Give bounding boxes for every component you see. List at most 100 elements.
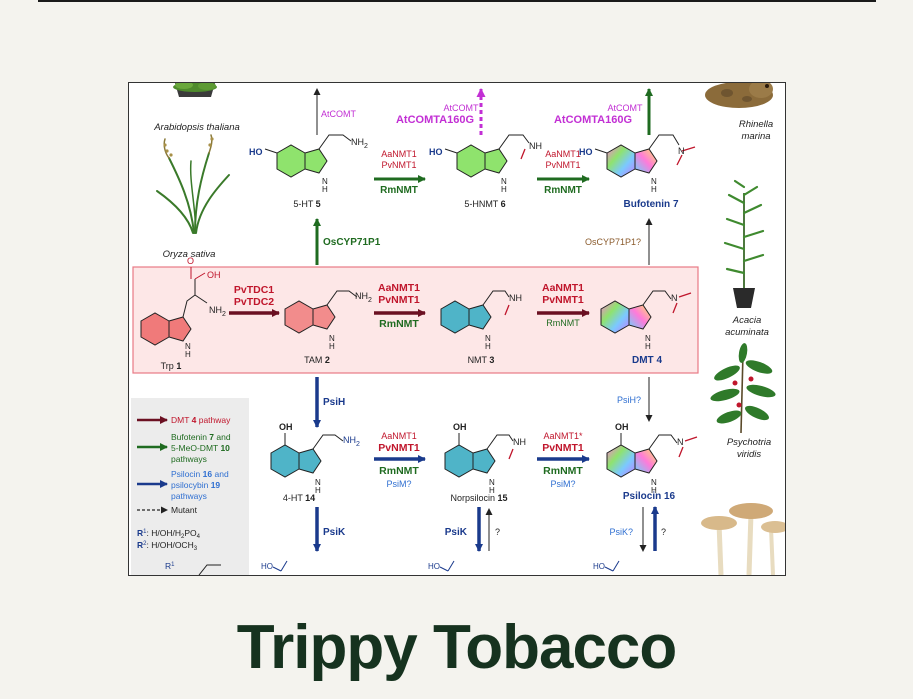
enz-aanmt1-low1: AaNMT1 bbox=[381, 431, 417, 441]
tam-h: H bbox=[329, 342, 335, 351]
pathway-diagram-svg: Arabidopsis thaliana Oryza sativa Rhinel… bbox=[131, 83, 785, 575]
enz-pvtdc2: PvTDC2 bbox=[234, 296, 274, 308]
5ht-nh: N bbox=[322, 177, 328, 186]
nmt-nh: NH bbox=[509, 293, 522, 303]
tam-nh2: NH2 bbox=[355, 291, 372, 304]
label-nmt: NMT 3 bbox=[468, 355, 495, 365]
dmt-n: N bbox=[645, 334, 651, 343]
enz-rmnmt-low2: RmNMT bbox=[543, 465, 583, 477]
nmt-h: H bbox=[485, 342, 491, 351]
compound-psilocin bbox=[606, 433, 698, 478]
enz-pvnmt1-top2: PvNMT1 bbox=[545, 160, 580, 170]
compound-nmt bbox=[440, 290, 510, 334]
legend-mutant-text: Mutant bbox=[171, 505, 198, 515]
legend-psilocin-line2: psilocybin 19 bbox=[171, 480, 220, 490]
enz-pvnmt1-mid2: PvNMT1 bbox=[542, 294, 584, 306]
enz-rmnmt-mid2: RmNMT bbox=[546, 318, 580, 328]
bufotenin-n: N bbox=[678, 146, 685, 156]
enz-pvnmt1-top1: PvNMT1 bbox=[381, 160, 416, 170]
psilocin-h: H bbox=[651, 486, 657, 495]
trp-nh2: NH2 bbox=[209, 305, 226, 318]
oryza-label: Oryza sativa bbox=[163, 249, 216, 260]
enz-pvnmt1-low2: PvNMT1 bbox=[542, 442, 584, 454]
label-5hnmt: 5-HNMT 6 bbox=[464, 199, 505, 209]
psilocin-n: N bbox=[651, 478, 657, 487]
acacia-illustration bbox=[723, 179, 765, 308]
label-dmt: DMT 4 bbox=[632, 355, 662, 366]
4ht-h: H bbox=[315, 486, 321, 495]
bufotenin-ho: HO bbox=[579, 147, 593, 157]
legend: DMT 4 pathway Bufotenin 7 and 5-MeO-DMT … bbox=[137, 415, 231, 575]
psychotria-label-line1: Psychotria bbox=[727, 437, 771, 448]
label-psilocin: Psilocin 16 bbox=[623, 491, 676, 502]
label-norpsilocin: Norpsilocin 15 bbox=[450, 493, 507, 503]
compound-4ht bbox=[270, 433, 344, 478]
4ht-n: N bbox=[315, 478, 321, 487]
dmt-n-amine: N bbox=[671, 293, 678, 303]
rhinella-label-line2: marina bbox=[741, 131, 770, 142]
enz-aanmt1-star: AaNMT1* bbox=[543, 431, 583, 441]
psychotria-label-line2: viridis bbox=[737, 449, 762, 460]
legend-bufotenin-line2: 5-MeO-DMT 10 bbox=[171, 443, 230, 453]
trp-oh: OH bbox=[207, 270, 221, 280]
trp-n: N bbox=[185, 342, 191, 351]
enz-psih: PsiH bbox=[323, 397, 345, 408]
arabidopsis-label: Arabidopsis thaliana bbox=[153, 122, 240, 133]
enz-rmnmt-mid1: RmNMT bbox=[379, 318, 419, 330]
q-1: ? bbox=[495, 527, 500, 537]
psilocin-oh: OH bbox=[615, 422, 629, 432]
enz-aanmt1-mid1: AaNMT1 bbox=[378, 282, 420, 294]
enz-psik-1: PsiK bbox=[323, 527, 346, 538]
rhinella-label-line1: Rhinella bbox=[739, 119, 773, 130]
compound-bufotenin bbox=[594, 134, 696, 178]
oryza-illustration bbox=[156, 134, 230, 234]
enz-oscyp-q: OsCYP71P1? bbox=[585, 237, 641, 247]
compound-5hnmt bbox=[444, 134, 530, 178]
trp-h: H bbox=[185, 350, 191, 359]
label-4ht: 4-HT 14 bbox=[283, 493, 315, 503]
enz-rmnmt-low1: RmNMT bbox=[379, 465, 419, 477]
compound-5ht bbox=[264, 134, 352, 178]
enz-pvtdc1: PvTDC1 bbox=[234, 284, 274, 296]
enz-pvnmt1-low1: PvNMT1 bbox=[378, 442, 420, 454]
compound-dmt bbox=[600, 290, 692, 334]
bufotenin-h: H bbox=[651, 185, 657, 194]
label-bufotenin: Bufotenin 7 bbox=[624, 199, 679, 210]
5hnmt-ho: HO bbox=[429, 147, 443, 157]
enz-aanmt1-top2: AaNMT1 bbox=[545, 149, 581, 159]
legend-bufotenin-line3: pathways bbox=[171, 454, 207, 464]
psychotria-illustration bbox=[710, 343, 776, 434]
compound-tam bbox=[284, 290, 358, 334]
q-2: ? bbox=[661, 527, 666, 537]
legend-bufotenin-line1: Bufotenin 7 and bbox=[171, 432, 231, 442]
norpsilocin-n: N bbox=[489, 478, 495, 487]
enz-psik-q: PsiK? bbox=[609, 527, 633, 537]
5hnmt-h: H bbox=[501, 185, 507, 194]
enz-rmnmt-top1: RmNMT bbox=[380, 185, 418, 196]
bottom-ho-1: HO bbox=[261, 562, 273, 571]
bufotenin-nh: N bbox=[651, 177, 657, 186]
tam-n: N bbox=[329, 334, 335, 343]
5ht-h: H bbox=[322, 185, 328, 194]
enz-atcomt-2: AtCOMT bbox=[444, 103, 480, 113]
enz-aanmt1-mid2: AaNMT1 bbox=[542, 282, 584, 294]
enz-aanmt1-top1: AaNMT1 bbox=[381, 149, 417, 159]
legend-r1: R1: H/OH/H2PO4 bbox=[137, 528, 201, 540]
legend-r2: R2: H/OH/OCH3 bbox=[137, 540, 198, 552]
enz-psih-q: PsiH? bbox=[617, 395, 641, 405]
rhinella-toad-illustration bbox=[705, 83, 773, 108]
trp-o: O bbox=[187, 256, 194, 266]
arabidopsis-illustration bbox=[173, 83, 217, 97]
legend-r1-structure: R1 bbox=[165, 561, 175, 571]
5hnmt-n: N bbox=[501, 177, 507, 186]
top-rule bbox=[38, 0, 876, 2]
bottom-ho-3: HO bbox=[593, 562, 605, 571]
acacia-label-line2: acuminata bbox=[725, 327, 769, 338]
norpsilocin-oh: OH bbox=[453, 422, 467, 432]
legend-psilocin-line1: Psilocin 16 and bbox=[171, 469, 229, 479]
pathway-figure: Arabidopsis thaliana Oryza sativa Rhinel… bbox=[128, 82, 786, 576]
compound-trp bbox=[140, 267, 208, 346]
psilocin-n-amine: N bbox=[677, 437, 684, 447]
page-title: Trippy Tobacco bbox=[236, 613, 678, 682]
enz-atcomta160g-2: AtCOMTA160G bbox=[554, 114, 632, 126]
